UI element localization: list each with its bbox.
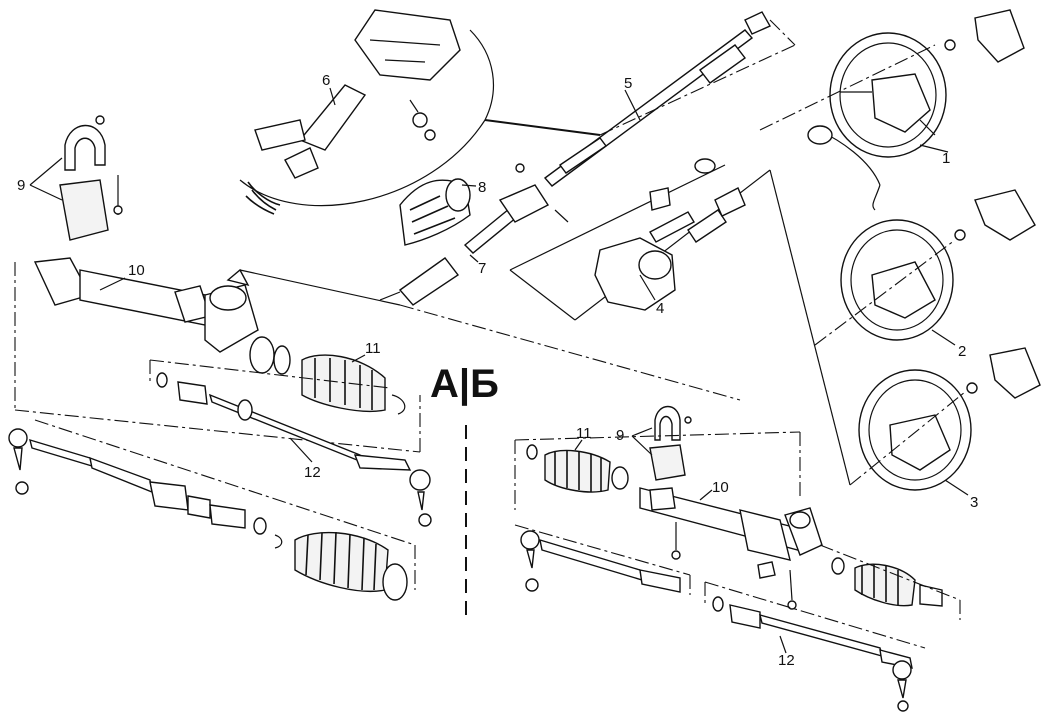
tie-rod-12-left-upper [156, 372, 432, 527]
steering-column-shaft [543, 11, 796, 187]
intermediate-shaft-7 [379, 163, 569, 306]
rack-mount-9-left [29, 115, 123, 241]
label-10-left: 10 [128, 262, 145, 279]
column-boot-8 [399, 178, 471, 246]
label-3: 3 [970, 494, 978, 511]
steering-rack-10-left [33, 257, 291, 375]
label-9-left: 9 [17, 177, 25, 194]
rack-boot-11-right [526, 444, 629, 493]
label-11-right: 11 [576, 425, 592, 442]
rack-boot-11-left-lower [294, 531, 408, 601]
label-11-left: 11 [365, 340, 381, 357]
label-6: 6 [322, 72, 330, 89]
label-8: 8 [478, 179, 486, 196]
inset-column-mount-6 [239, 9, 495, 215]
label-5: 5 [624, 75, 632, 92]
label-12-left: 12 [304, 464, 321, 481]
label-9-right: 9 [616, 427, 624, 444]
column-bracket-4 [594, 158, 746, 311]
tie-rod-12-left-lower [8, 428, 283, 549]
rack-boot-11-left [301, 354, 406, 415]
steering-wheel-1 [807, 9, 1025, 211]
steering-wheel-2 [840, 189, 1036, 341]
label-1: 1 [942, 150, 950, 167]
rack-mount-9-right [631, 405, 692, 481]
label-12-right: 12 [778, 652, 795, 669]
label-10-right: 10 [712, 479, 729, 496]
label-4: 4 [656, 300, 664, 317]
rack-boot-11-right-lower [831, 557, 943, 607]
label-2: 2 [958, 343, 966, 360]
tie-rod-12-right-upper [520, 530, 681, 593]
label-7: 7 [478, 260, 486, 277]
steering-rack-10-right [639, 487, 823, 610]
tie-rod-12-right-lower [712, 596, 913, 712]
section-marker: А|Б [430, 362, 499, 406]
steering-wheel-3 [858, 347, 1041, 491]
